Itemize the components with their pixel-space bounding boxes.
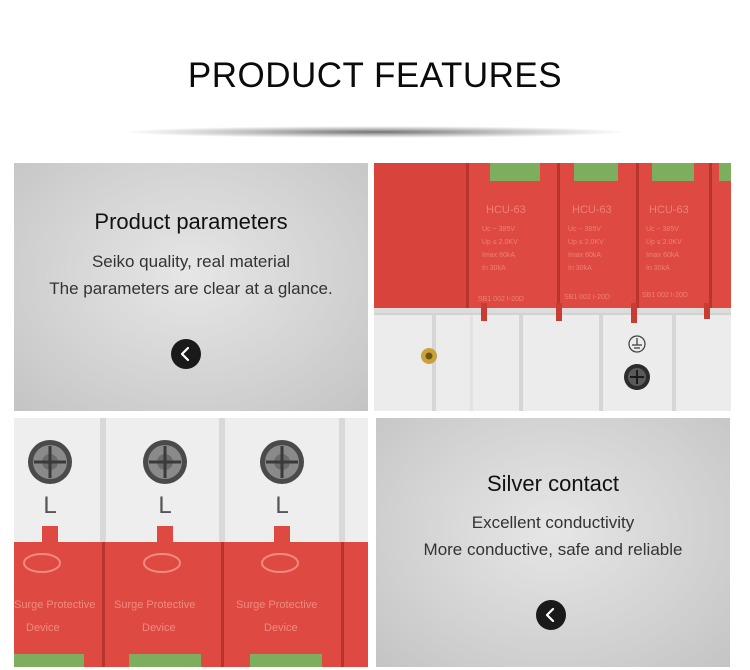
terminal-screw-2 [143, 440, 187, 484]
svg-text:In 30kA: In 30kA [568, 265, 592, 272]
svg-text:HCU-63: HCU-63 [649, 204, 689, 216]
svg-text:Imax 60kA: Imax 60kA [568, 252, 601, 259]
chevron-left-icon [545, 607, 555, 623]
svg-text:Device: Device [26, 622, 60, 634]
svg-text:Up ≤ 2.0KV: Up ≤ 2.0KV [482, 239, 518, 246]
feature-description: Excellent conductivity More conductive, … [376, 509, 730, 563]
svg-text:Device: Device [142, 622, 176, 634]
svg-text:Surge Protective: Surge Protective [114, 599, 195, 611]
svg-text:L: L [158, 492, 171, 519]
feature-title: Product parameters [94, 209, 288, 234]
svg-text:SB1 002 I-20D: SB1 002 I-20D [478, 296, 524, 303]
svg-text:Imax 60kA: Imax 60kA [646, 252, 679, 259]
svg-text:Up ≤ 2.0KV: Up ≤ 2.0KV [568, 239, 604, 246]
feature-line: Excellent conductivity [471, 513, 635, 532]
module-text: Surge Protective [14, 599, 95, 611]
title-shadow-divider [120, 126, 630, 138]
feature-title: Silver contact [486, 471, 620, 496]
previous-button[interactable] [536, 600, 566, 630]
svg-text:In 30kA: In 30kA [646, 265, 670, 272]
svg-text:SB1 002 I-20D: SB1 002 I-20D [564, 294, 610, 301]
module-model-label: HCU-63 [486, 204, 526, 216]
terminal-screw-3 [260, 440, 304, 484]
previous-button[interactable] [171, 339, 201, 369]
surge-protector-photo: HCU-63 HCU-63 HCU-63 Uc ~ 385V Up ≤ 2.0K… [374, 163, 731, 411]
svg-text:Uc ~ 385V: Uc ~ 385V [646, 226, 679, 233]
svg-text:SB1 002 I-20D: SB1 002 I-20D [642, 292, 688, 299]
svg-text:L: L [275, 492, 288, 519]
product-photo-modules-top: HCU-63 HCU-63 HCU-63 Uc ~ 385V Up ≤ 2.0K… [374, 163, 731, 411]
svg-text:HCU-63: HCU-63 [572, 204, 612, 216]
svg-text:Uc ~ 385V: Uc ~ 385V [482, 226, 515, 233]
feature-line: Seiko quality, real material [91, 252, 291, 271]
feature-line: More conductive, safe and reliable [423, 540, 683, 559]
feature-panel-product-parameters: Product parameters Seiko quality, real m… [14, 163, 368, 411]
feature-panel-silver-contact: Silver contact Excellent conductivity Mo… [376, 418, 730, 667]
page-title: PRODUCT FEATURES [187, 56, 563, 95]
svg-text:In 30kA: In 30kA [482, 265, 506, 272]
terminal-screw-1 [28, 440, 72, 484]
svg-text:Up ≤ 2.0KV: Up ≤ 2.0KV [646, 239, 682, 246]
svg-text:Surge Protective: Surge Protective [236, 599, 317, 611]
chevron-left-icon [180, 346, 190, 362]
feature-line: The parameters are clear at a glance. [49, 279, 333, 298]
feature-description: Seiko quality, real material The paramet… [14, 248, 368, 302]
product-photo-terminals: L L L Surge Protective Device Surge Prot… [14, 418, 368, 667]
svg-text:Uc ~ 385V: Uc ~ 385V [568, 226, 601, 233]
svg-text:Device: Device [264, 622, 298, 634]
svg-text:Imax 60kA: Imax 60kA [482, 252, 515, 259]
terminal-contacts-photo: L L L Surge Protective Device Surge Prot… [14, 418, 368, 667]
terminal-label: L [43, 492, 56, 519]
